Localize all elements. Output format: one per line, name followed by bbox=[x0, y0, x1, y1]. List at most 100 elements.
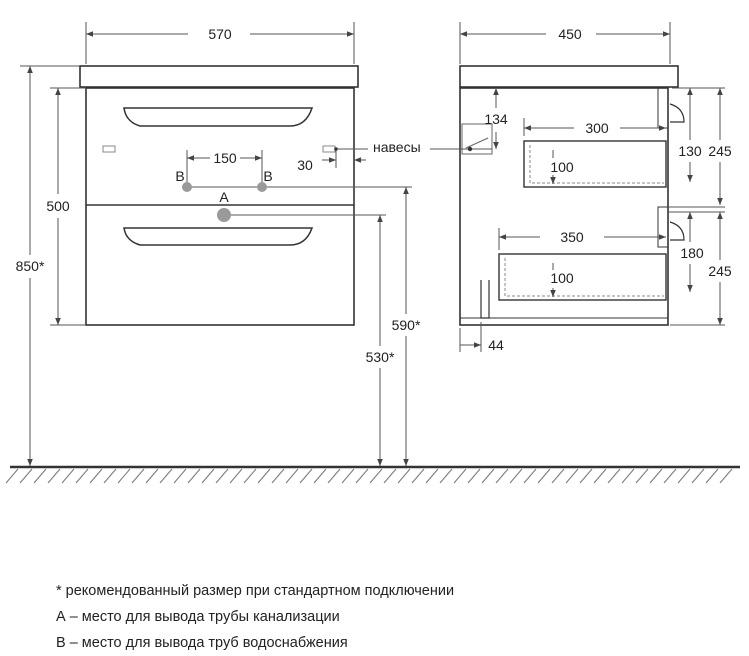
outlets bbox=[182, 182, 267, 222]
floor-hatch-line bbox=[229, 468, 243, 484]
floor-hatch-line bbox=[635, 468, 649, 484]
outlet-a-label: A bbox=[219, 189, 229, 205]
note-recommended: * рекомендованный размер при стандартном… bbox=[56, 583, 455, 599]
floor-hatch-line bbox=[621, 468, 635, 484]
floor-hatch-line bbox=[705, 468, 719, 484]
floor-hatch-line bbox=[453, 468, 467, 484]
floor-hatch-line bbox=[663, 468, 677, 484]
floor-hatch-line bbox=[75, 468, 89, 484]
floor-hatch-line bbox=[33, 468, 47, 484]
floor-hatch-line bbox=[299, 468, 313, 484]
floor-hatch-line bbox=[341, 468, 355, 484]
floor-hatch-line bbox=[565, 468, 579, 484]
floor-hatch-line bbox=[649, 468, 663, 484]
floor-hatch-line bbox=[509, 468, 523, 484]
left-hanger-symbol bbox=[102, 145, 116, 153]
upper-front-panel bbox=[657, 87, 669, 129]
lower-front-panel bbox=[657, 206, 669, 248]
floor-hatch-line bbox=[187, 468, 201, 484]
total-height-label: 850* bbox=[16, 258, 45, 274]
upper-drawer-handle bbox=[123, 107, 314, 127]
floor bbox=[5, 465, 740, 484]
hanger-height-label: 134 bbox=[484, 111, 508, 127]
outlet-b-left-label: B bbox=[175, 168, 184, 184]
front-width-label: 570 bbox=[208, 26, 232, 42]
floor-hatch-line bbox=[131, 468, 145, 484]
upper-front-height-label: 130 bbox=[678, 143, 702, 159]
floor-hatch-line bbox=[397, 468, 411, 484]
floor-hatch-line bbox=[201, 468, 215, 484]
lower-front-height-label: 180 bbox=[680, 245, 704, 261]
floor-hatch-line bbox=[117, 468, 131, 484]
floor-hatch-line bbox=[537, 468, 551, 484]
upper-drawer-box bbox=[523, 140, 667, 188]
floor-hatch-line bbox=[551, 468, 565, 484]
floor-hatch-line bbox=[327, 468, 341, 484]
floor-hatch-line bbox=[5, 468, 19, 484]
floor-hatch-line bbox=[243, 468, 257, 484]
right-hanger-symbol bbox=[322, 145, 336, 153]
hanger-offset-label: 30 bbox=[297, 157, 313, 173]
technical-drawing: 570 850* 500 150 30 навесы B B A 590* 53… bbox=[5, 22, 740, 484]
side-depth-label: 450 bbox=[558, 26, 582, 42]
floor-hatch-line bbox=[355, 468, 369, 484]
floor-hatch-line bbox=[173, 468, 187, 484]
lower-section-label: 245 bbox=[708, 263, 732, 279]
back-panel bbox=[480, 280, 490, 319]
floor-hatch-line bbox=[481, 468, 495, 484]
floor-hatch-line bbox=[61, 468, 75, 484]
floor-hatch-line bbox=[89, 468, 103, 484]
note-outlet-a: А – место для вывода трубы канализации bbox=[56, 609, 340, 625]
floor-hatch-line bbox=[691, 468, 705, 484]
floor-hatch-line bbox=[47, 468, 61, 484]
supply-height-label: 590* bbox=[392, 317, 421, 333]
floor-hatch-line bbox=[593, 468, 607, 484]
floor-hatch-line bbox=[285, 468, 299, 484]
floor-hatch-line bbox=[257, 468, 271, 484]
note-outlet-b: В – место для вывода труб водоснабжения bbox=[56, 635, 348, 651]
outlet-b-right bbox=[257, 182, 267, 192]
notes: * рекомендованный размер при стандартном… bbox=[56, 578, 716, 656]
floor-hatch-line bbox=[369, 468, 383, 484]
outlet-b-left bbox=[182, 182, 192, 192]
side-hanger-bracket bbox=[461, 123, 493, 155]
upper-drawer-inner-height-label: 100 bbox=[550, 159, 574, 175]
floor-hatch-line bbox=[159, 468, 173, 484]
floor-hatch-line bbox=[19, 468, 33, 484]
lower-drawer-inner-height-label: 100 bbox=[550, 270, 574, 286]
drain-height-label: 530* bbox=[366, 349, 395, 365]
floor-hatch-line bbox=[719, 468, 733, 484]
outlet-a-drain bbox=[217, 208, 231, 222]
outlet-b-right-label: B bbox=[263, 168, 272, 184]
floor-hatch-line bbox=[103, 468, 117, 484]
front-view bbox=[79, 65, 359, 326]
floor-hatch-line bbox=[425, 468, 439, 484]
side-view bbox=[459, 65, 685, 326]
floor-hatch-line bbox=[313, 468, 327, 484]
floor-hatch-line bbox=[215, 468, 229, 484]
side-countertop bbox=[459, 65, 679, 88]
side-dimensions bbox=[430, 22, 725, 352]
floor-hatch-line bbox=[411, 468, 425, 484]
lower-drawer-box bbox=[498, 253, 667, 301]
panel-thickness-label: 44 bbox=[488, 337, 504, 353]
front-dimensions bbox=[20, 22, 412, 466]
floor-hatch-line bbox=[495, 468, 509, 484]
floor-hatch-line bbox=[383, 468, 397, 484]
floor-hatch-line bbox=[467, 468, 481, 484]
front-countertop bbox=[79, 65, 359, 88]
floor-hatch-line bbox=[677, 468, 691, 484]
hanger-label: навесы bbox=[373, 139, 421, 155]
floor-hatch-line bbox=[271, 468, 285, 484]
front-cabinet-body bbox=[85, 87, 355, 326]
lower-drawer-depth-label: 350 bbox=[560, 229, 584, 245]
pipe-spacing-label: 150 bbox=[213, 150, 237, 166]
floor-hatch-line bbox=[607, 468, 621, 484]
body-height-label: 500 bbox=[46, 198, 70, 214]
floor-hatch-line bbox=[439, 468, 453, 484]
upper-section-label: 245 bbox=[708, 143, 732, 159]
floor-hatch-line bbox=[145, 468, 159, 484]
floor-hatch-line bbox=[579, 468, 593, 484]
floor-hatch-line bbox=[523, 468, 537, 484]
upper-drawer-depth-label: 300 bbox=[585, 120, 609, 136]
